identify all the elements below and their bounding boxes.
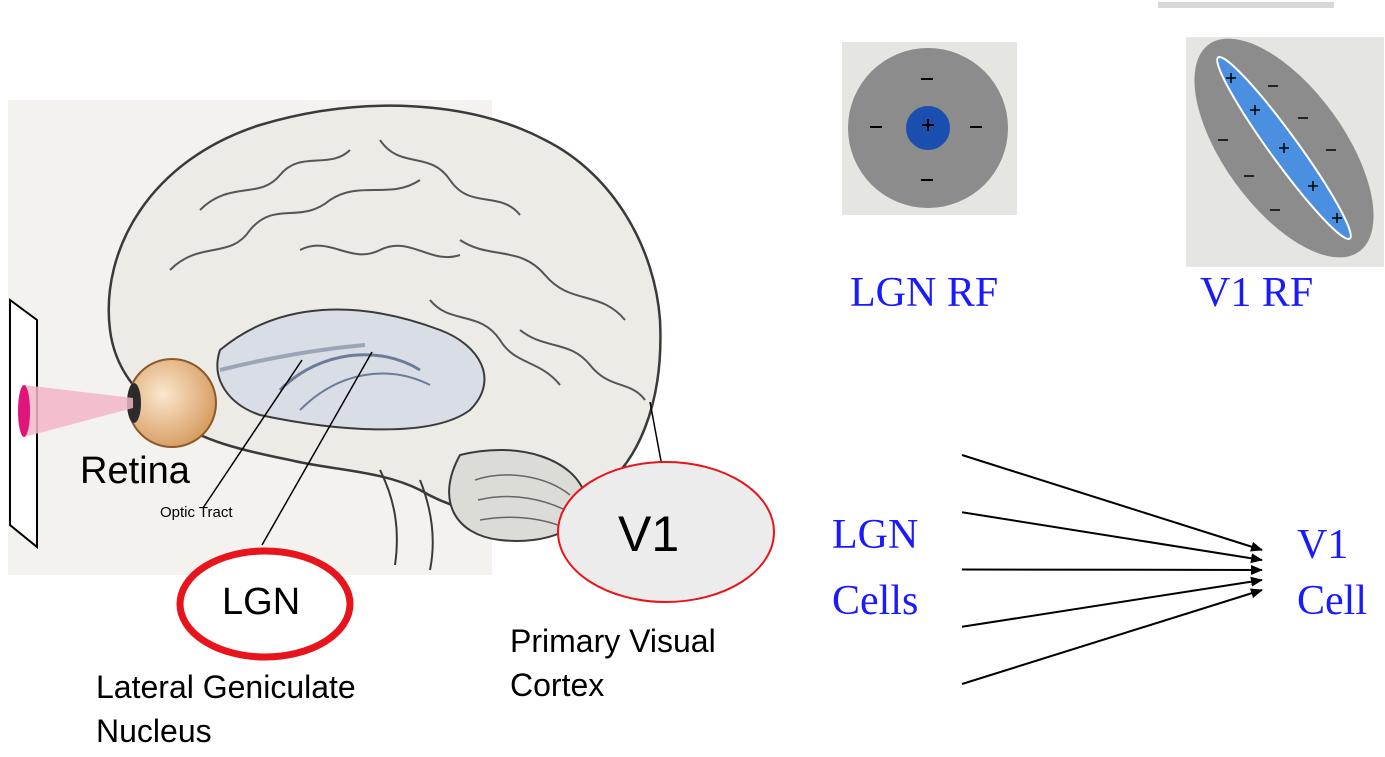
v1-cell-label-line1: V1 xyxy=(1297,522,1348,568)
v1-label: V1 xyxy=(618,507,679,562)
v1-rf-edge xyxy=(1158,2,1334,8)
convergence-arrows xyxy=(962,455,1262,684)
lgn-fullname-line1: Lateral Geniculate xyxy=(96,670,356,705)
retina-label: Retina xyxy=(80,451,190,493)
lgn-receptive-field xyxy=(842,42,1017,215)
v1-fullname-line2: Cortex xyxy=(510,668,604,703)
optic-tract-label: Optic Tract xyxy=(160,505,233,522)
stimulus-spot xyxy=(18,385,30,437)
v1-rf-label: V1 RF xyxy=(1200,270,1313,316)
v1-receptive-field xyxy=(1158,2,1385,287)
v1-fullname-line1: Primary Visual xyxy=(510,624,716,659)
v1-cell-label-line2: Cell xyxy=(1297,578,1367,624)
eye-illustration xyxy=(127,359,216,447)
lgn-label: LGN xyxy=(222,582,300,624)
lgn-rf-label: LGN RF xyxy=(850,270,998,316)
lgn-fullname-line2: Nucleus xyxy=(96,714,212,749)
lgn-cells-label-line1: LGN xyxy=(832,512,918,558)
lgn-cells-label-line2: Cells xyxy=(832,578,918,624)
convergence-arrow xyxy=(962,570,1262,571)
eyeball xyxy=(128,359,216,447)
